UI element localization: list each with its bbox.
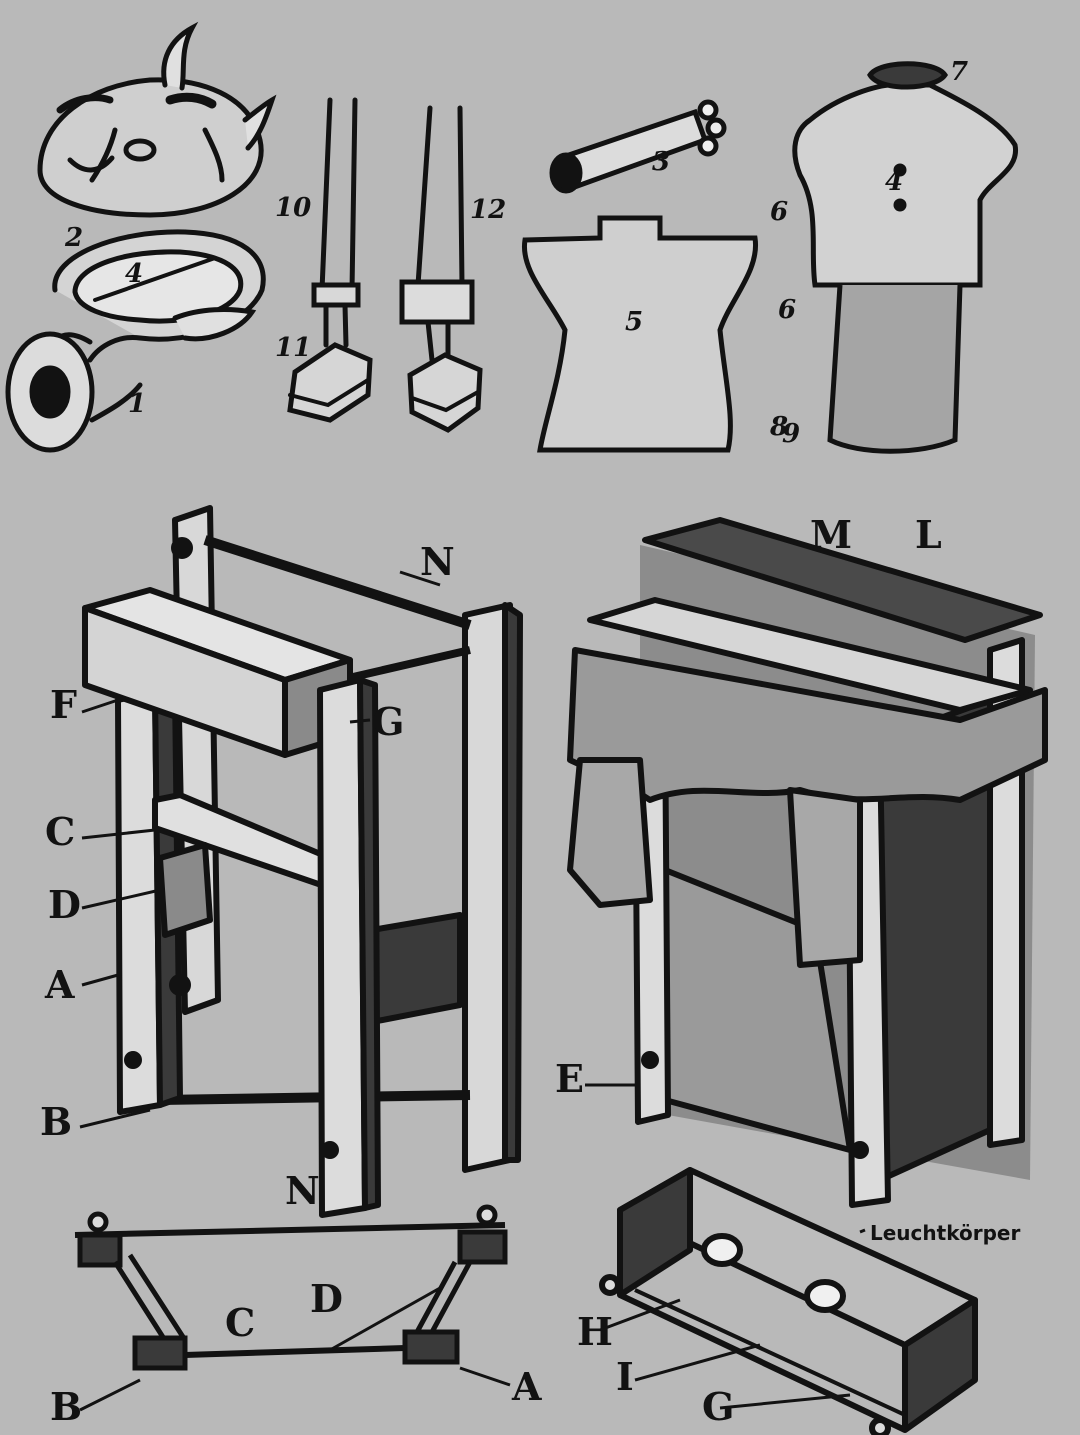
label-I: I: [616, 1354, 634, 1399]
label-12: 12: [470, 195, 506, 225]
stage-frame-figure: [82, 505, 523, 1218]
puppet-arm-figure: [549, 99, 727, 194]
label-B2: B: [50, 1384, 82, 1429]
label-A: A: [44, 962, 75, 1007]
label-N2: N: [285, 1168, 320, 1213]
label-F: F: [50, 682, 77, 727]
label-7: 7: [950, 57, 968, 87]
top-view-figure: [74, 1204, 508, 1371]
label-E: E: [555, 1056, 584, 1101]
label-4b: 4: [885, 167, 903, 197]
puppet-legs-figure: [287, 97, 483, 433]
stage-curtained-figure: [567, 517, 1048, 1208]
label-9: 9: [782, 419, 800, 449]
label-L: L: [915, 512, 942, 557]
label-3: 3: [652, 147, 670, 177]
label-C2: C: [225, 1300, 255, 1345]
label-1: 1: [128, 389, 146, 419]
devil-head-figure: [37, 21, 277, 218]
label-G: G: [372, 699, 404, 744]
label-leuchtkoerper: Leuchtkörper: [870, 1221, 1020, 1245]
label-6a: 6: [770, 197, 788, 227]
label-2: 2: [64, 223, 83, 253]
labels: 1 2 4 10 11 12 3 5 7 6 4 6 8 9 F C D A B…: [40, 57, 1020, 1429]
label-6b: 6: [778, 295, 796, 325]
label-D: D: [48, 882, 81, 927]
label-H: H: [577, 1309, 613, 1354]
label-D2: D: [310, 1276, 343, 1321]
head-core-figure: [5, 229, 266, 453]
label-B: B: [40, 1099, 72, 1144]
label-8: 8: [769, 412, 788, 442]
dressed-body-figure: [792, 61, 1018, 454]
leader-lines: [79, 570, 866, 1412]
light-box-figure: [599, 1167, 978, 1435]
label-A2: A: [511, 1364, 542, 1409]
label-M: M: [810, 512, 852, 557]
label-11: 11: [275, 333, 311, 363]
label-4a: 4: [125, 259, 143, 289]
body-pattern-figure: [521, 215, 759, 453]
label-10: 10: [275, 193, 311, 223]
label-N: N: [420, 539, 455, 584]
label-C: C: [45, 809, 75, 854]
label-5: 5: [625, 307, 643, 337]
